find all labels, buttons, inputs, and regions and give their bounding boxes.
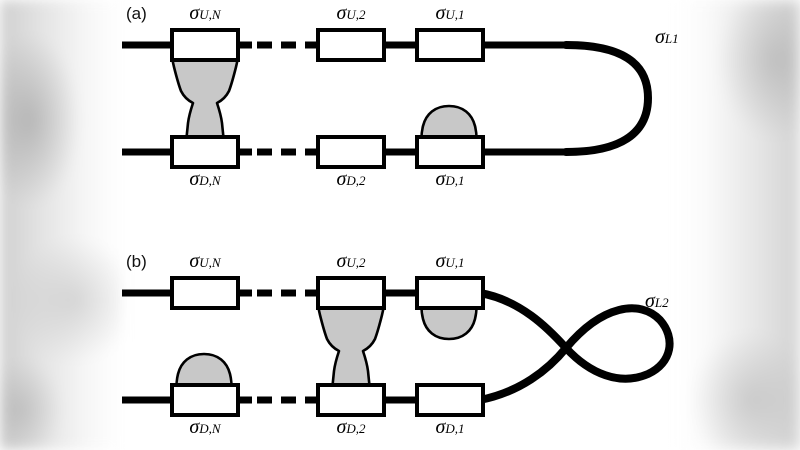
label-sigma-U-N-a: σU,N xyxy=(189,2,220,25)
label-sigma-L2: σL2 xyxy=(645,290,669,313)
sigma-glyph: σ xyxy=(336,2,347,24)
sigma-subscript: L2 xyxy=(654,295,669,310)
label-sigma-D-2-a: σD,2 xyxy=(336,168,365,191)
sigma-glyph: σ xyxy=(189,250,200,272)
left-edge-blur xyxy=(0,0,122,450)
sigma-subscript: D,1 xyxy=(445,421,465,436)
loop-sigma-L1 xyxy=(562,41,653,156)
sigma-subscript: D,N xyxy=(199,421,221,436)
sigma-glyph: σ xyxy=(435,250,446,272)
sigma-subscript: D,1 xyxy=(445,173,465,188)
box-sigma-D-2-b[interactable] xyxy=(316,383,386,417)
box-sigma-D-N-a[interactable] xyxy=(170,135,240,169)
label-sigma-U-2-a: σU,2 xyxy=(336,2,365,25)
sigma-glyph: σ xyxy=(189,416,200,438)
panel-b xyxy=(122,276,674,417)
sigma-subscript: D,2 xyxy=(346,173,366,188)
sigma-subscript: U,2 xyxy=(346,7,366,22)
label-sigma-D-1-a: σD,1 xyxy=(435,168,464,191)
label-sigma-D-N-b: σD,N xyxy=(189,416,220,439)
label-sigma-U-1-a: σU,1 xyxy=(435,2,464,25)
sigma-glyph: σ xyxy=(336,250,347,272)
panel-a-tag: (a) xyxy=(126,4,147,23)
sigma-glyph: σ xyxy=(655,26,665,48)
label-sigma-U-1-b: σU,1 xyxy=(435,250,464,273)
sigma-subscript: D,2 xyxy=(346,421,366,436)
box-sigma-D-1-a[interactable] xyxy=(415,135,485,169)
sigma-glyph: σ xyxy=(435,416,446,438)
label-sigma-D-1-b: σD,1 xyxy=(435,416,464,439)
label-sigma-D-2-b: σD,2 xyxy=(336,416,365,439)
sigma-glyph: σ xyxy=(336,416,347,438)
box-sigma-U-2-a[interactable] xyxy=(316,28,386,62)
label-sigma-L1: σL1 xyxy=(655,26,679,49)
panel-a xyxy=(122,28,653,169)
sigma-subscript: U,N xyxy=(199,7,221,22)
box-sigma-U-N-b[interactable] xyxy=(170,276,240,310)
box-sigma-D-N-b[interactable] xyxy=(170,383,240,417)
sigma-subscript: D,N xyxy=(199,173,221,188)
sigma-glyph: σ xyxy=(189,168,200,190)
box-sigma-U-1-b[interactable] xyxy=(415,276,485,310)
sigma-glyph: σ xyxy=(645,290,655,312)
box-sigma-D-1-b[interactable] xyxy=(415,383,485,417)
box-sigma-U-1-a[interactable] xyxy=(415,28,485,62)
box-sigma-U-2-b[interactable] xyxy=(316,276,386,310)
sigma-subscript: U,2 xyxy=(346,255,366,270)
sigma-glyph: σ xyxy=(435,2,446,24)
box-sigma-D-2-a[interactable] xyxy=(316,135,386,169)
box-sigma-U-N-a[interactable] xyxy=(170,28,240,62)
label-sigma-U-2-b: σU,2 xyxy=(336,250,365,273)
sigma-glyph: σ xyxy=(435,168,446,190)
label-sigma-D-N-a: σD,N xyxy=(189,168,220,191)
label-sigma-U-N-b: σU,N xyxy=(189,250,220,273)
sigma-subscript: L1 xyxy=(664,31,679,46)
right-edge-blur xyxy=(680,0,800,450)
sigma-subscript: U,1 xyxy=(445,255,465,270)
sigma-glyph: σ xyxy=(189,2,200,24)
loop-sigma-L2 xyxy=(476,289,674,404)
sigma-glyph: σ xyxy=(336,168,347,190)
sigma-subscript: U,1 xyxy=(445,7,465,22)
panel-b-tag: (b) xyxy=(126,252,147,271)
sigma-subscript: U,N xyxy=(199,255,221,270)
